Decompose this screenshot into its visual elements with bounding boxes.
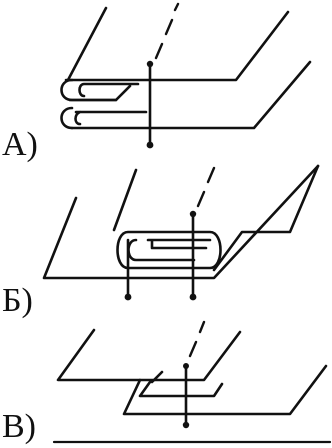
seam-v-stitch-dot-bottom bbox=[182, 421, 190, 429]
seam-v bbox=[52, 320, 332, 444]
seam-v-lower-sheet bbox=[122, 364, 328, 416]
seam-a-lower-fold bbox=[60, 106, 148, 130]
label-v: В) bbox=[2, 408, 36, 445]
seam-b-fold-outer bbox=[116, 230, 222, 270]
seam-b-stitch-dot-left bbox=[124, 293, 132, 301]
seam-v-inner-fold bbox=[138, 370, 224, 398]
seam-v-upper-sheet bbox=[56, 328, 242, 382]
seam-a bbox=[60, 2, 312, 149]
seam-a-lower-sheet bbox=[70, 60, 312, 130]
seam-a-stitch-dot-bottom bbox=[146, 141, 154, 149]
seam-a-upper-fold bbox=[60, 78, 140, 102]
label-a: А) bbox=[2, 126, 38, 163]
seam-b bbox=[42, 164, 320, 301]
seam-b-fold-inner bbox=[127, 238, 212, 262]
seam-b-stitch-dot-right bbox=[189, 293, 197, 301]
seam-b-upper-sheet bbox=[112, 164, 320, 272]
seam-v-stitch-dashes bbox=[188, 320, 206, 358]
label-b: Б) bbox=[2, 282, 33, 319]
seam-a-stitch-dot-top bbox=[146, 60, 154, 68]
seam-b-stitch-dot-right-top bbox=[189, 210, 197, 218]
seam-a-stitch-dashes bbox=[154, 2, 180, 60]
seam-v-stitch-dot-top bbox=[183, 363, 189, 369]
seam-a-upper-sheet bbox=[64, 6, 290, 82]
seam-b-stitch-dashes bbox=[196, 166, 216, 208]
